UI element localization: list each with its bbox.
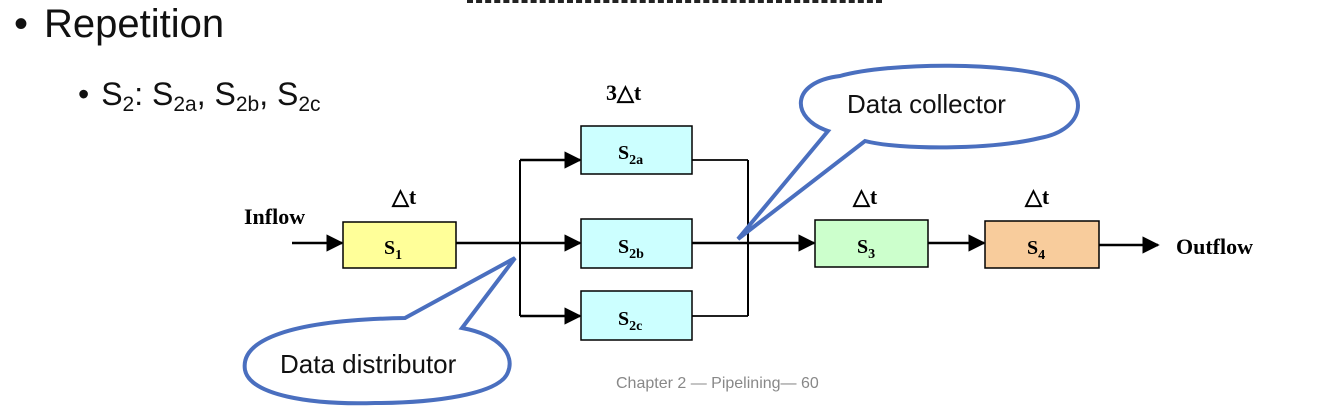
s2c-base: S bbox=[276, 76, 299, 112]
inflow-label: Inflow bbox=[244, 204, 305, 229]
data-distributor-text: Data distributor bbox=[280, 349, 457, 379]
s2b-base: S bbox=[214, 76, 236, 112]
data-collector-callout bbox=[736, 63, 1080, 241]
s4-base: S bbox=[1027, 237, 1038, 259]
s2-separator: : bbox=[134, 76, 153, 112]
data-distributor-callout bbox=[242, 256, 517, 406]
s3-sub: 3 bbox=[868, 247, 875, 262]
title-underline-dashed bbox=[467, 0, 882, 7]
stage-s4-box bbox=[984, 220, 1100, 269]
s2a-comma: , bbox=[196, 76, 215, 112]
s1-base: S bbox=[384, 237, 395, 259]
s4-sub: 4 bbox=[1038, 248, 1045, 263]
s2b-sub: 2b bbox=[629, 247, 644, 262]
s4-time-label: △t bbox=[1024, 184, 1050, 209]
s2c-base: S bbox=[618, 308, 629, 330]
stage-s4-label: S4 bbox=[1027, 237, 1045, 263]
bullet-s2-variants: •S2: S2a, S2b, S2c bbox=[78, 76, 321, 117]
s2c-sub: 2c bbox=[629, 319, 642, 334]
s2-prefix: S bbox=[101, 76, 123, 112]
s2a-sub: 2a bbox=[629, 153, 643, 168]
stage-s2b-label: S2b bbox=[618, 236, 644, 262]
s2b-base: S bbox=[618, 236, 629, 258]
s2c-sub: 2c bbox=[298, 93, 321, 116]
slide-footer: Chapter 2 — Pipelining— 60 bbox=[616, 375, 819, 392]
stage-s2b-box bbox=[580, 218, 693, 269]
stage-s2a-box bbox=[580, 125, 693, 175]
s3-base: S bbox=[857, 236, 868, 258]
s2a-base: S bbox=[618, 142, 629, 164]
stage-s1-label: S1 bbox=[384, 237, 402, 263]
stage-s2c-label: S2c bbox=[618, 308, 642, 334]
data-collector-text: Data collector bbox=[847, 89, 1006, 119]
bullet-main-text: Repetition bbox=[44, 2, 225, 46]
s2-prefix-sub: 2 bbox=[122, 93, 135, 116]
stage-s3-box bbox=[814, 219, 929, 268]
s1-sub: 1 bbox=[395, 248, 402, 263]
s2a-sub: 2a bbox=[173, 93, 197, 116]
bullet-repetition: • Repetition bbox=[14, 2, 224, 47]
stage-s2a-label: S2a bbox=[618, 142, 643, 168]
bullet-dot: • bbox=[78, 76, 90, 112]
s2b-comma: , bbox=[259, 76, 277, 112]
s2b-sub: 2b bbox=[235, 93, 260, 116]
stage-s3-label: S3 bbox=[857, 236, 875, 262]
parallel-time-label: 3△t bbox=[606, 80, 642, 105]
stage-s1-box bbox=[342, 221, 457, 269]
stage-s2c-box bbox=[580, 290, 693, 341]
s3-time-label: △t bbox=[852, 184, 878, 209]
outflow-label: Outflow bbox=[1176, 234, 1253, 259]
s1-time-label: △t bbox=[391, 184, 417, 209]
bullet-dot: • bbox=[14, 2, 29, 46]
s2a-base: S bbox=[152, 76, 174, 112]
